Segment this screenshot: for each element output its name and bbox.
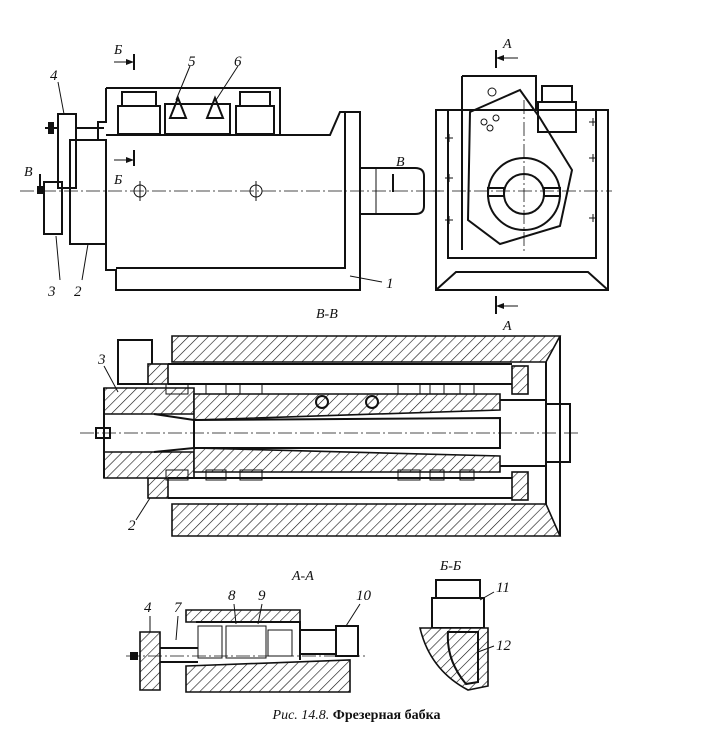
part-6-label: 6 (234, 54, 242, 70)
part-3-label: 3 (47, 284, 56, 300)
part-11-label: 11 (496, 580, 510, 596)
part-5-label: 5 (188, 54, 196, 70)
part-8-label: 8 (228, 588, 236, 604)
cut-v-right-label: В (396, 155, 405, 170)
cut-b-bottom-label: Б (113, 173, 122, 188)
section-aa-title: А-А (291, 569, 314, 584)
part-2-label: 2 (74, 284, 82, 300)
part-3-section-label: 3 (97, 352, 106, 368)
section-bb (418, 579, 495, 691)
part-4-label: 4 (50, 68, 58, 84)
cut-a-bottom-label: А (502, 319, 512, 334)
top-bolt-left (117, 91, 161, 135)
top-bolt-right (235, 91, 275, 135)
part-7-label: 7 (174, 600, 183, 616)
part-1-label: 1 (386, 276, 394, 292)
figure-caption: Рис. 14.8. Фрезерная бабка (0, 708, 713, 724)
caption-prefix: Рис. 14.8. (272, 708, 330, 723)
cut-a-top-label: А (502, 37, 512, 52)
cut-b-top-label: Б (113, 43, 122, 58)
part-12-label: 12 (496, 638, 512, 654)
side-view (430, 50, 612, 314)
front-view (20, 54, 440, 291)
section-bb-title: Б-Б (439, 559, 461, 574)
section-vv-title: В-В (316, 307, 338, 322)
part-9-label: 9 (258, 588, 266, 604)
caption-title: Фрезерная бабка (332, 708, 441, 723)
part-4-aa-label: 4 (144, 600, 152, 616)
part-2-section-label: 2 (128, 518, 136, 534)
cut-v-left-label: В (24, 165, 33, 180)
section-aa (126, 603, 366, 693)
section-vv (80, 335, 580, 537)
part-10-label: 10 (356, 588, 372, 604)
